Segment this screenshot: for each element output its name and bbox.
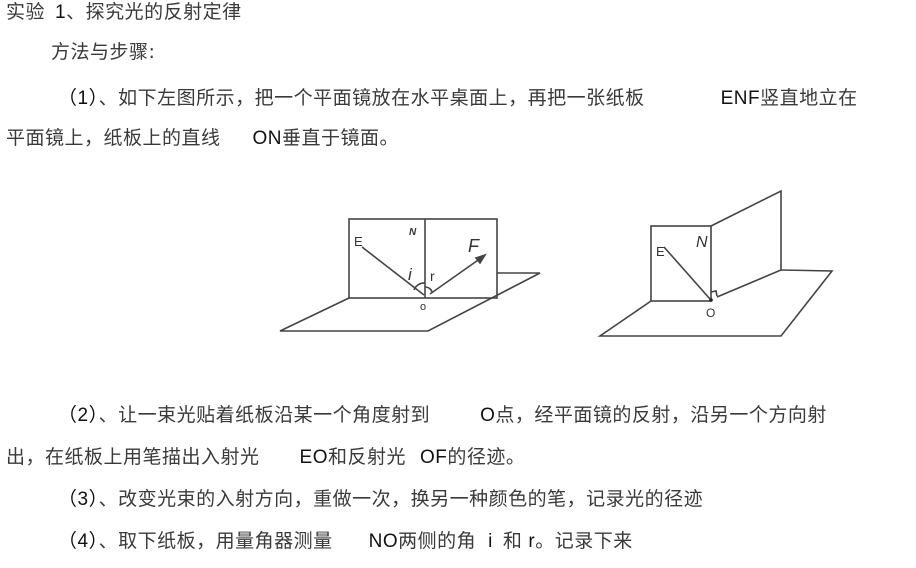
- step-4-text-g: 。记录下来: [535, 530, 633, 552]
- step-3-line-1: （3）、改变光束的入射方向，重做一次，换另一种颜色的笔，记录光的径迹: [58, 487, 703, 512]
- right-angle-mark: [710, 290, 718, 297]
- step-2-text-line2-a: 出，在纸板上用笔描出入射光: [6, 446, 260, 468]
- left-paper-board: [348, 218, 498, 299]
- step-3-text: 、改变光束的入射方向，重做一次，换另一种颜色的笔，记录光的径迹: [98, 488, 704, 510]
- left-reflected-ray: [429, 257, 482, 295]
- experiment-title: 实验 1、探究光的反射定律: [6, 0, 242, 25]
- angle-r-arc: [424, 286, 433, 293]
- title-prefix: 实验: [6, 1, 46, 23]
- step-4-text-a: 、取下纸板，用量角器测量: [98, 530, 333, 552]
- left-figure-labels: E N F i r o: [354, 227, 480, 313]
- step-4-i: i: [488, 531, 493, 552]
- step-1-text-a: 、如下左图所示，把一个平面镜放在水平桌面上，再把一张纸板: [98, 87, 645, 109]
- step-2-number: （2）: [58, 405, 99, 426]
- step-4-number: （4）: [58, 531, 99, 552]
- point-o: [709, 298, 713, 302]
- step-1-line-2: 平面镜上，纸板上的直线 ON垂直于镜面。: [6, 126, 399, 151]
- right-paper-board-f: [710, 189, 782, 298]
- right-figure: [597, 189, 834, 337]
- step-1-text-line2-c: 垂直于镜面。: [282, 127, 400, 149]
- step-2-eo: EO: [299, 447, 328, 468]
- left-mirror-plane: [279, 272, 541, 332]
- step-2-text-a: 、让一束光贴着纸板沿某一个角度射到: [98, 404, 431, 426]
- right-mirror-plane: [597, 269, 834, 337]
- left-incident-ray: [361, 246, 425, 296]
- left-figure: [279, 218, 541, 332]
- label-n: N: [409, 227, 417, 238]
- arrow-head-icon: [474, 253, 487, 265]
- step-1-line-1: （1）、如下左图所示，把一个平面镜放在水平桌面上，再把一张纸板 ENF竖直地立在: [58, 86, 858, 111]
- step-2-o: O: [480, 405, 496, 426]
- step-1-text-line2-a: 平面镜上，纸板上的直线: [6, 127, 221, 149]
- label-o: o: [420, 301, 426, 313]
- right-incident-ray: [663, 246, 711, 300]
- step-1-number: （1）: [58, 88, 99, 109]
- title-text: 、探究光的反射定律: [66, 1, 242, 23]
- label-i: i: [408, 265, 413, 284]
- step-2-of: OF: [419, 447, 448, 468]
- title-number: 1: [55, 2, 67, 23]
- right-paper-board-e: [650, 225, 712, 302]
- step-2-line-2: 出，在纸板上用笔描出入射光 EO和反射光 OF的径迹。: [6, 445, 525, 470]
- right-label-n: N: [696, 234, 708, 251]
- right-label-e: E: [656, 244, 665, 259]
- step-2-text-c: 点，经平面镜的反射，沿另一个方向射: [495, 404, 827, 426]
- angle-i-arc: [413, 282, 426, 291]
- right-label-o: O: [706, 306, 715, 320]
- step-2-text-line2-c: 和反射光: [327, 446, 406, 468]
- step-2-text-line2-e: 的径迹。: [447, 446, 526, 468]
- step-4-text-e: 和: [502, 530, 523, 552]
- section-subtitle: 方法与步骤:: [51, 40, 155, 64]
- step-4-no: NO: [368, 531, 399, 552]
- right-figure-labels: E N O: [656, 234, 715, 320]
- step-2-line-1: （2）、让一束光贴着纸板沿某一个角度射到 O点，经平面镜的反射，沿另一个方向射: [58, 403, 827, 428]
- step-4-r: r: [528, 531, 536, 552]
- label-r: r: [430, 268, 435, 284]
- step-1-on: ON: [252, 128, 283, 149]
- subtitle-text: 方法与步骤:: [51, 41, 156, 63]
- label-e: E: [354, 234, 363, 249]
- label-f: F: [468, 236, 480, 256]
- step-4-text-c: 两侧的角: [398, 530, 477, 552]
- step-1-text-c: 竖直地立在: [760, 87, 858, 109]
- step-3-number: （3）: [58, 489, 99, 510]
- step-1-enf: ENF: [720, 88, 761, 109]
